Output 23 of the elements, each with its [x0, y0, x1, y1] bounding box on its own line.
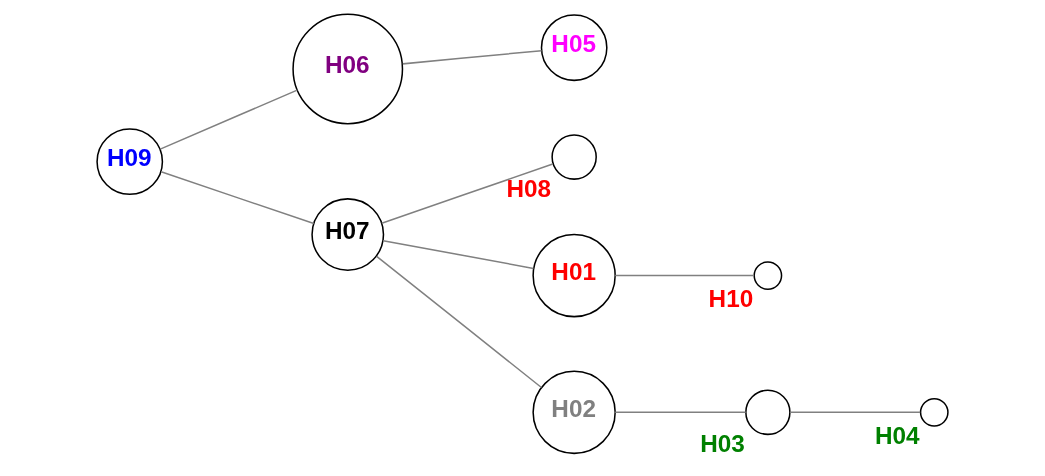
node-label: H04	[874, 421, 920, 449]
connector	[159, 89, 298, 150]
node-circle	[551, 134, 597, 180]
connector	[614, 274, 755, 277]
node-label: H10	[708, 285, 754, 313]
node-label: H08	[506, 175, 552, 203]
node-circle: H07	[311, 198, 385, 272]
connector	[375, 255, 543, 389]
node-circle	[745, 389, 791, 436]
node-circle: H09	[96, 128, 164, 196]
connector	[789, 411, 921, 414]
connector	[614, 411, 747, 414]
node-circle	[919, 397, 949, 427]
node-circle	[753, 261, 783, 291]
connector	[402, 49, 543, 65]
connector	[160, 171, 315, 225]
connector	[381, 163, 554, 225]
connector	[382, 240, 535, 270]
node-circle: H06	[292, 13, 404, 125]
node-circle: H05	[540, 14, 608, 82]
node-circle: H01	[532, 233, 616, 318]
node-label: H03	[700, 430, 745, 458]
node-circle: H02	[532, 370, 616, 455]
